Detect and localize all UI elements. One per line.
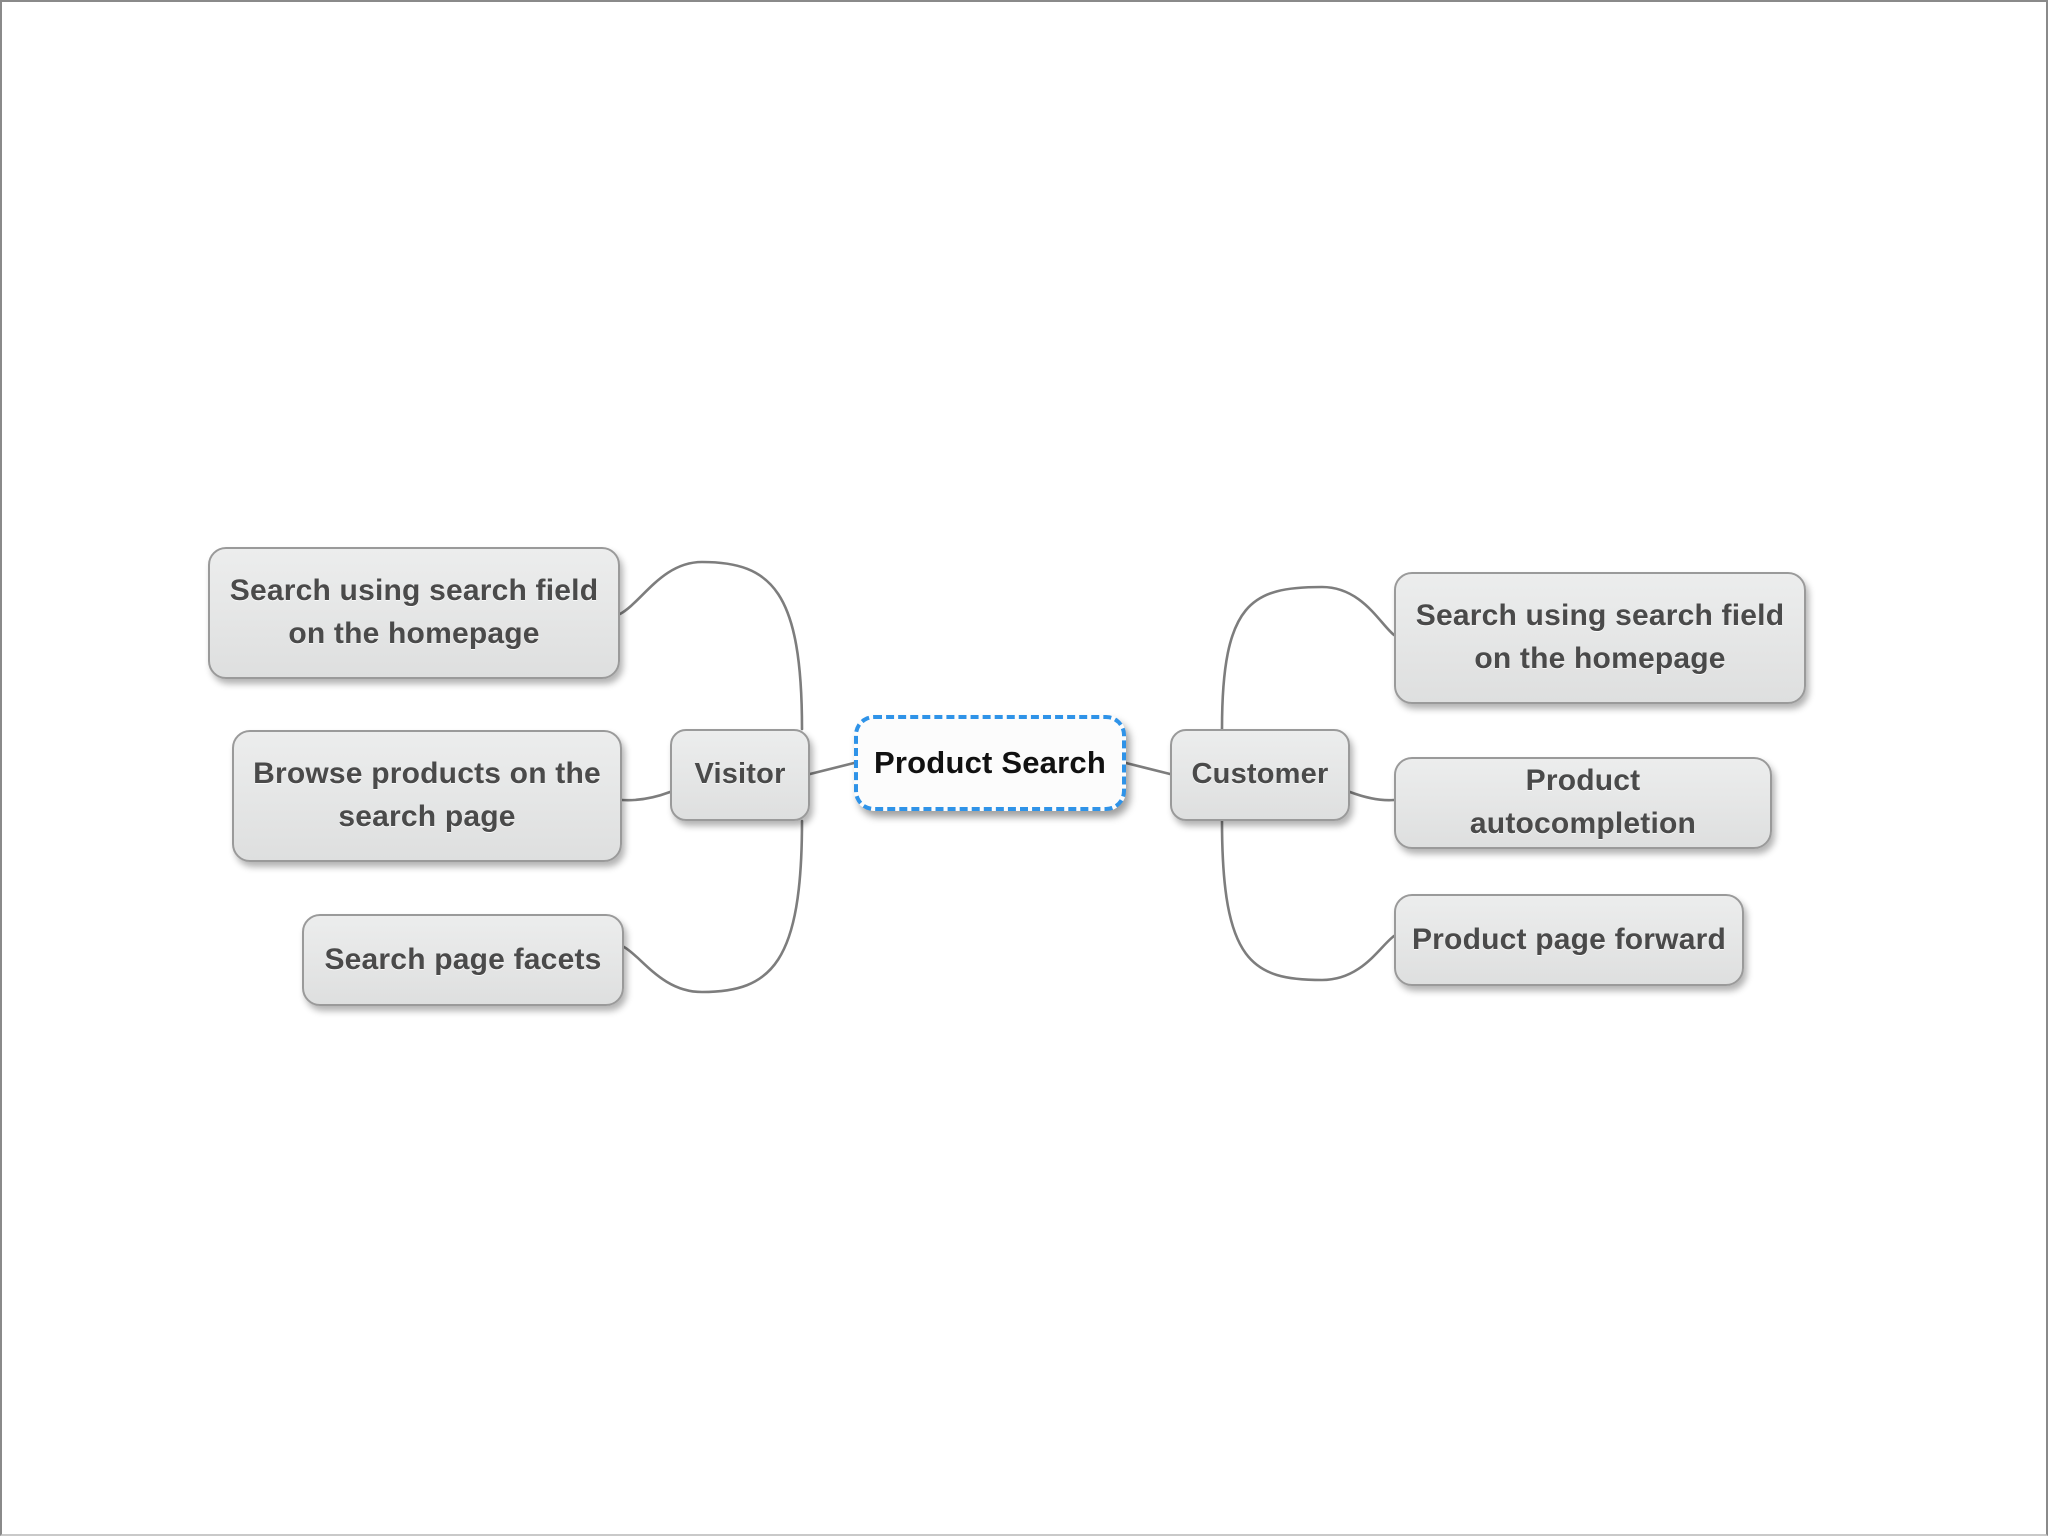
edge-customer-child-2 — [1348, 790, 1396, 802]
node-label: Search page facets — [324, 942, 602, 976]
node-visitor-browse-search-page[interactable]: Browse products on the search page — [232, 730, 622, 862]
edge-customer-child-3 — [1220, 819, 1396, 982]
node-label: Browse products on the search page — [253, 757, 601, 833]
node-visitor-search-page-facets[interactable]: Search page facets — [302, 914, 624, 1006]
edge-visitor-child-2 — [620, 790, 672, 802]
node-branch-customer[interactable]: Customer — [1170, 729, 1350, 821]
node-customer-product-page-forward[interactable]: Product page forward — [1394, 894, 1744, 986]
node-root-product-search[interactable]: Product Search — [854, 715, 1126, 811]
node-label: Product page forward — [1411, 922, 1727, 956]
node-label: Product Search — [874, 744, 1106, 780]
node-customer-product-autocompletion[interactable]: Product autocompletion — [1394, 757, 1772, 849]
node-visitor-search-field-homepage[interactable]: Search using search field on the homepag… — [208, 547, 620, 679]
node-label: Visitor — [694, 758, 786, 791]
node-label: Search using search field on the homepag… — [229, 574, 599, 650]
node-label: Customer — [1191, 758, 1329, 791]
node-branch-visitor[interactable]: Visitor — [670, 729, 810, 821]
edge-visitor-child-3 — [622, 819, 804, 994]
edge-root-visitor — [808, 761, 856, 776]
node-label: Search using search field on the homepag… — [1415, 599, 1785, 675]
edge-root-customer — [1124, 761, 1172, 776]
edge-customer-child-1 — [1220, 585, 1396, 731]
node-label: Product autocompletion — [1469, 764, 1697, 840]
node-customer-search-field-homepage[interactable]: Search using search field on the homepag… — [1394, 572, 1806, 704]
edge-visitor-child-1 — [618, 560, 804, 731]
